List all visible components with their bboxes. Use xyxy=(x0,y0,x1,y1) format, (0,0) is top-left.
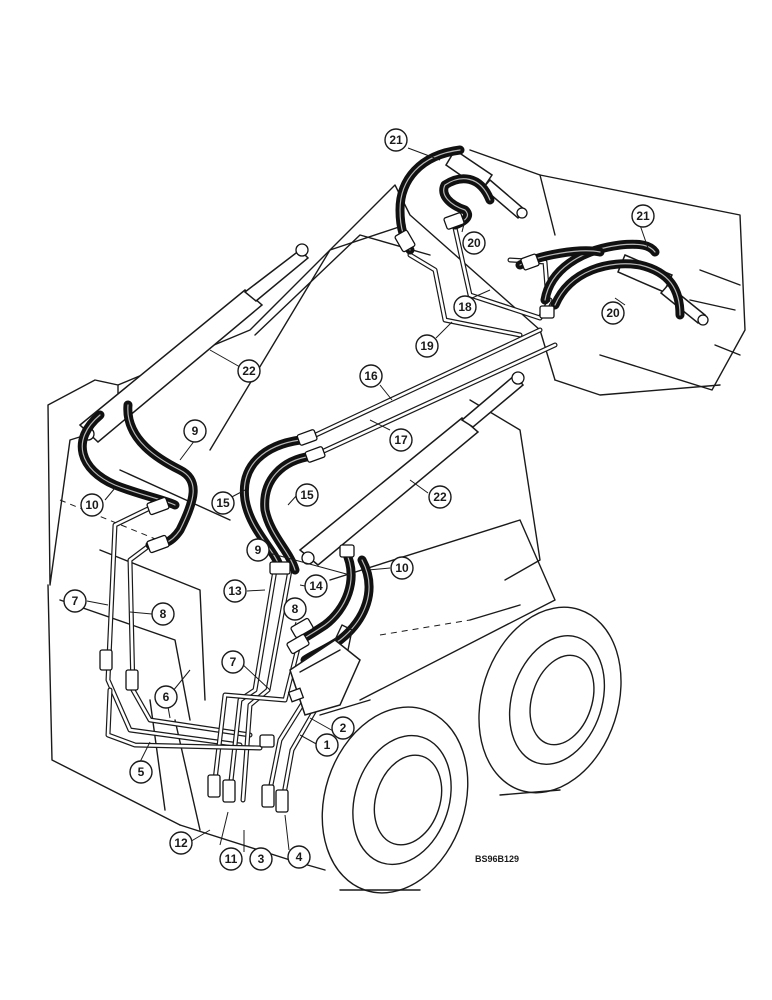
svg-text:16: 16 xyxy=(364,369,378,383)
callout-16: 16 xyxy=(359,364,383,388)
callout-7: 7 xyxy=(63,589,87,613)
front-wheel xyxy=(319,699,469,894)
callout-15: 15 xyxy=(295,483,319,507)
tube-fittings xyxy=(99,212,555,813)
svg-text:22: 22 xyxy=(242,364,256,378)
svg-text:20: 20 xyxy=(606,306,620,320)
callout-11: 11 xyxy=(219,847,243,871)
svg-text:11: 11 xyxy=(225,852,238,866)
svg-text:14: 14 xyxy=(309,579,323,593)
loader-body-outline xyxy=(47,149,746,871)
svg-text:2: 2 xyxy=(340,721,347,735)
callout-13: 13 xyxy=(223,579,247,603)
callout-10: 10 xyxy=(80,493,104,517)
callout-20: 20 xyxy=(601,301,625,325)
svg-text:6: 6 xyxy=(163,690,170,704)
callout-9: 9 xyxy=(183,419,207,443)
svg-text:21: 21 xyxy=(389,133,403,147)
svg-text:7: 7 xyxy=(72,594,79,608)
callout-22: 22 xyxy=(428,485,452,509)
leader-lines xyxy=(86,147,649,852)
svg-text:9: 9 xyxy=(192,424,199,438)
callout-21: 21 xyxy=(631,204,655,228)
svg-text:5: 5 xyxy=(138,765,145,779)
callout-8: 8 xyxy=(151,602,175,626)
callout-7: 7 xyxy=(221,650,245,674)
svg-text:10: 10 xyxy=(85,498,99,512)
svg-text:19: 19 xyxy=(420,339,434,353)
svg-text:21: 21 xyxy=(636,209,650,223)
callout-12: 12 xyxy=(169,831,193,855)
svg-text:13: 13 xyxy=(228,584,242,598)
svg-text:8: 8 xyxy=(160,607,167,621)
svg-text:18: 18 xyxy=(458,300,472,314)
callout-18: 18 xyxy=(453,295,477,319)
svg-text:9: 9 xyxy=(255,543,262,557)
svg-text:17: 17 xyxy=(394,433,408,447)
callout-5: 5 xyxy=(129,760,153,784)
svg-text:12: 12 xyxy=(174,836,188,850)
callout-8: 8 xyxy=(283,597,307,621)
callout-6: 6 xyxy=(154,685,178,709)
figure-reference-code: BS96B129 xyxy=(475,854,519,864)
steel-tubes xyxy=(105,225,558,808)
svg-text:7: 7 xyxy=(230,655,237,669)
svg-text:1: 1 xyxy=(324,738,331,752)
callout-19: 19 xyxy=(415,334,439,358)
callout-17: 17 xyxy=(389,428,413,452)
callout-21: 21 xyxy=(384,128,408,152)
callout-14: 14 xyxy=(304,574,328,598)
callout-2: 2 xyxy=(331,716,355,740)
callout-4: 4 xyxy=(287,845,311,869)
control-valve xyxy=(287,624,361,716)
svg-text:15: 15 xyxy=(300,488,314,502)
callouts: 21 21 20 20 18 19 22 22 16 17 9 9 10 10 … xyxy=(63,128,655,871)
callout-22: 22 xyxy=(237,359,261,383)
svg-text:15: 15 xyxy=(216,496,230,510)
svg-text:4: 4 xyxy=(296,850,303,864)
callout-9: 9 xyxy=(246,538,270,562)
svg-text:10: 10 xyxy=(395,561,409,575)
svg-text:22: 22 xyxy=(433,490,447,504)
callout-10: 10 xyxy=(390,556,414,580)
svg-text:3: 3 xyxy=(258,852,265,866)
callout-20: 20 xyxy=(462,231,486,255)
rear-wheel xyxy=(469,604,622,796)
svg-text:8: 8 xyxy=(292,602,299,616)
svg-text:20: 20 xyxy=(467,236,481,250)
callout-3: 3 xyxy=(249,847,273,871)
callout-15: 15 xyxy=(211,491,235,515)
lift-cylinder-right xyxy=(298,371,525,566)
callout-1: 1 xyxy=(315,733,339,757)
